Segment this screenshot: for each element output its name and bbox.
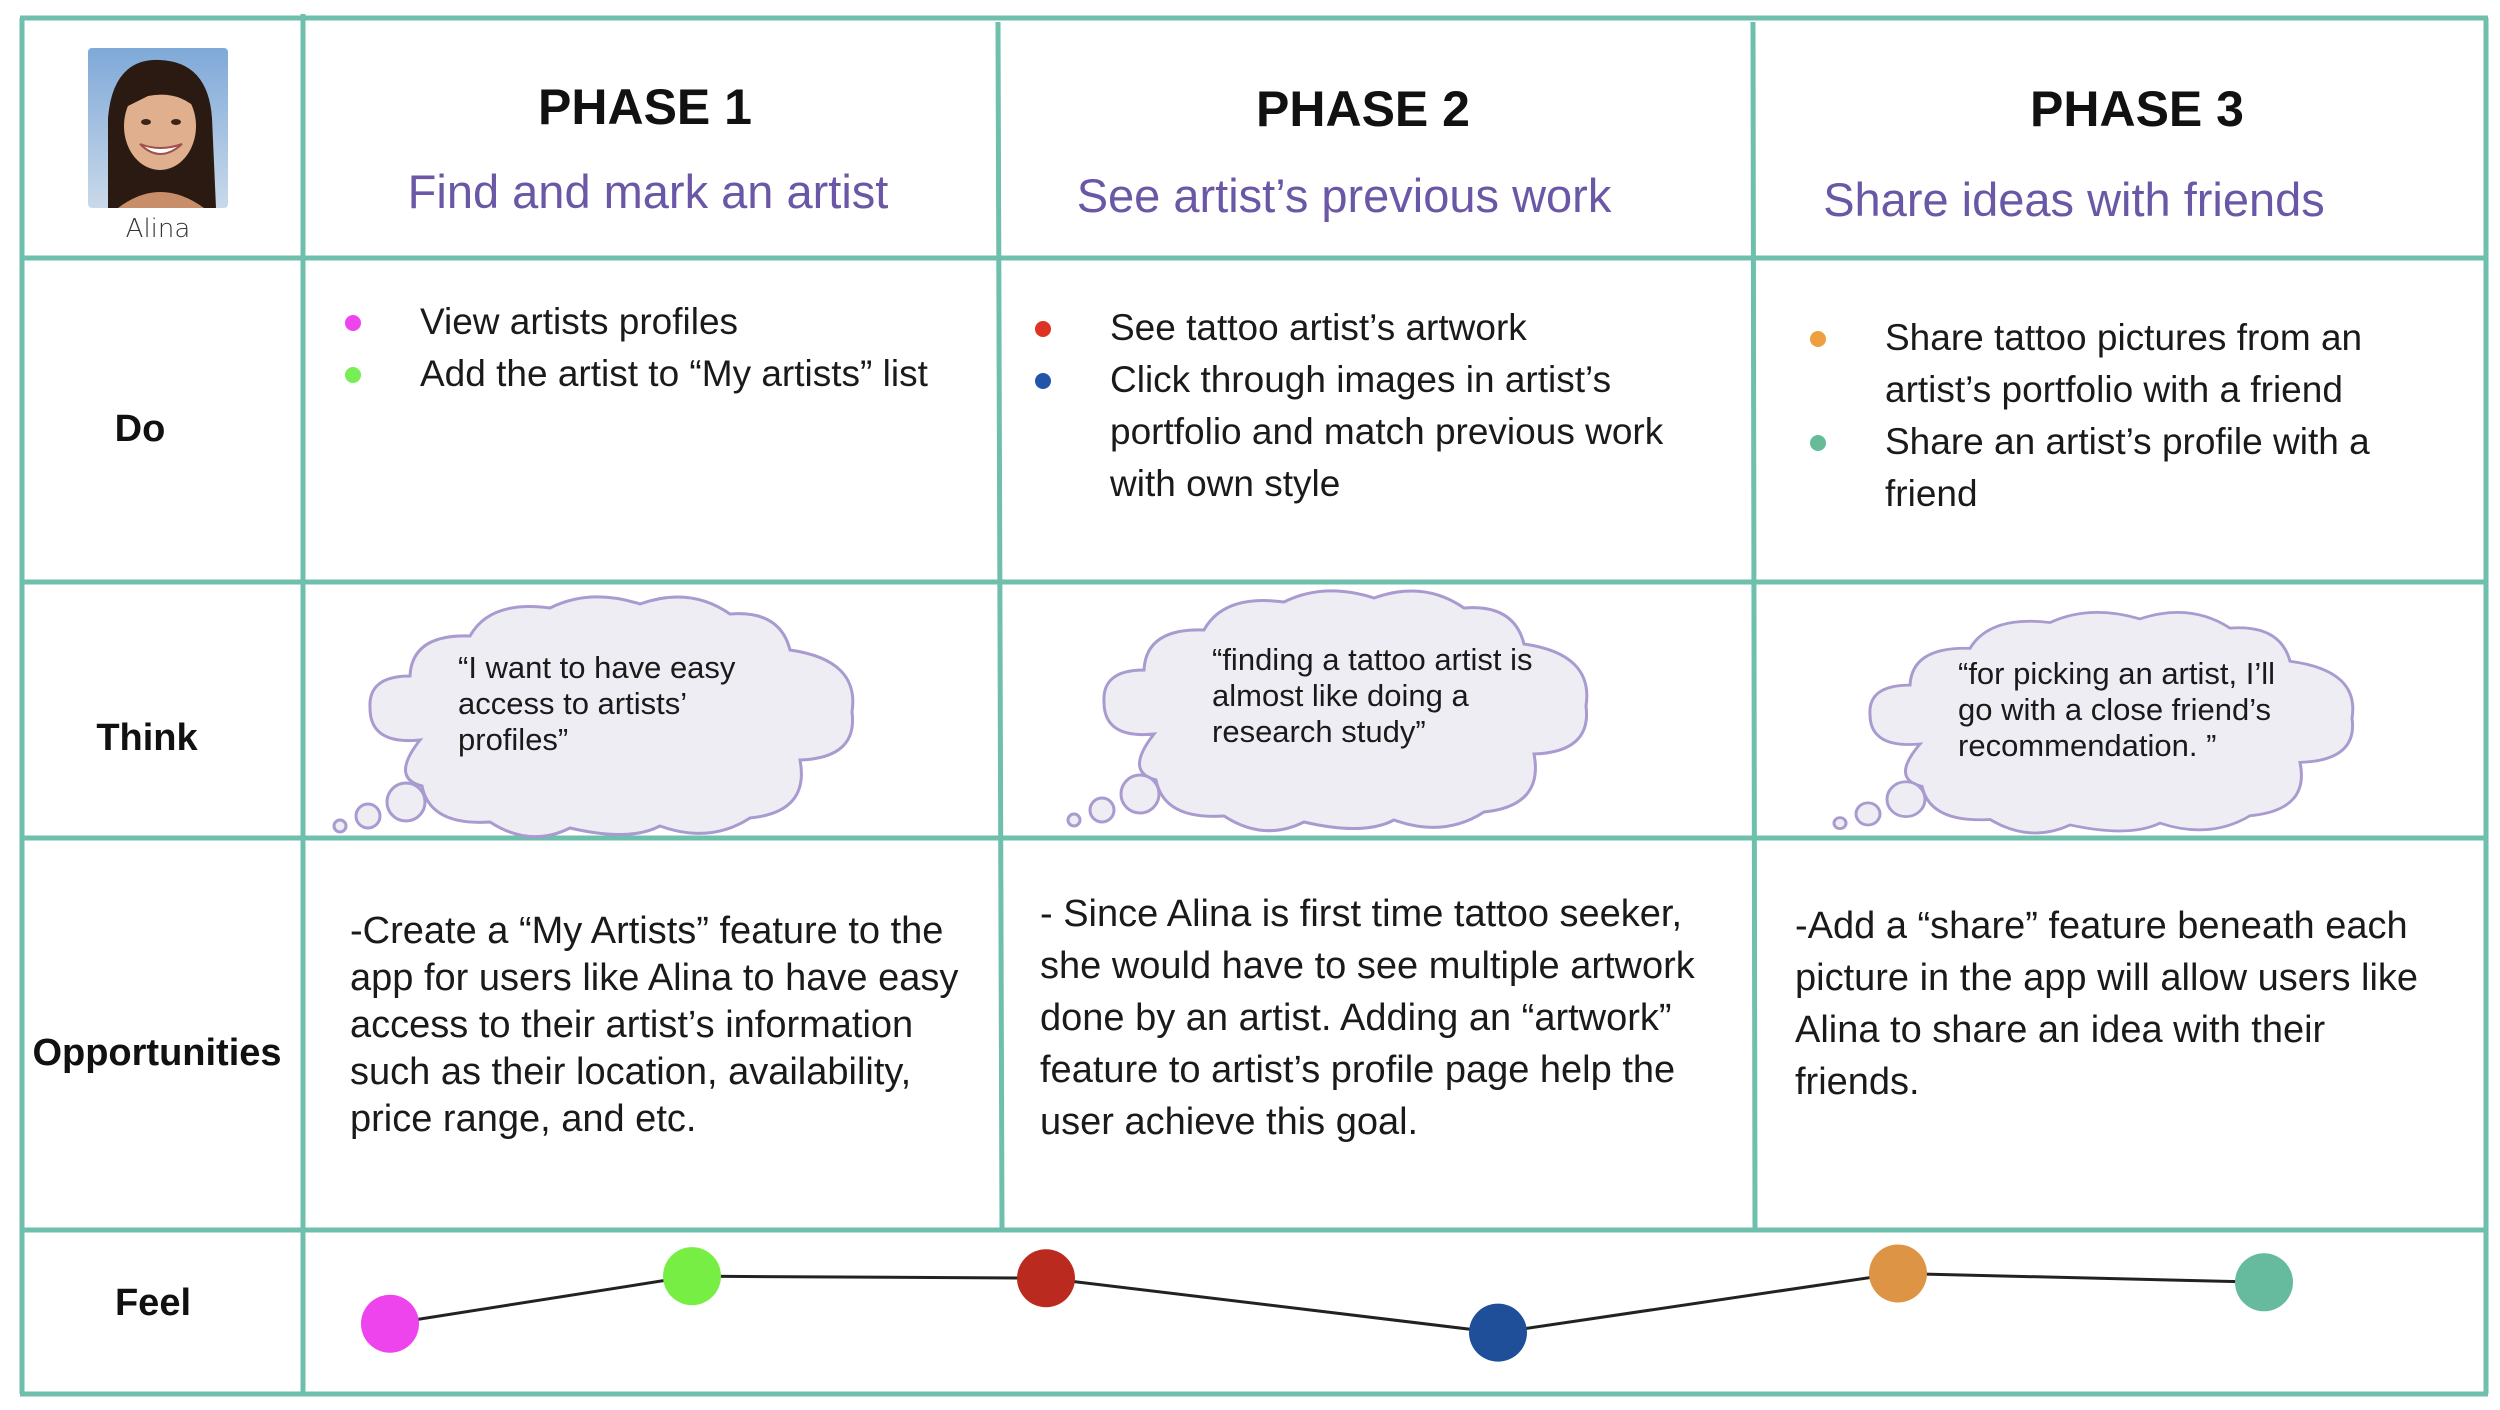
- feel-point: [2235, 1253, 2293, 1312]
- feel-point: [361, 1294, 419, 1353]
- do-item: Click through images in artist’s portfol…: [1035, 354, 1720, 510]
- row-label-think: Think: [96, 717, 198, 759]
- phase-2-title: PHASE 2: [1256, 81, 1470, 137]
- phase-2-subtitle: See artist’s previous work: [1076, 169, 1612, 222]
- phase-3-title: PHASE 3: [2030, 81, 2244, 137]
- bullet-dot: [1810, 331, 1826, 347]
- row-label-do: Do: [114, 408, 166, 450]
- row-label-feel: Feel: [114, 1282, 192, 1324]
- feel-point: [1469, 1303, 1527, 1362]
- think-quote-phase-2: “finding a tattoo artist is almost like …: [1212, 642, 1533, 749]
- think-quote-phase-1: “I want to have easy access to artists’ …: [458, 650, 736, 757]
- think-quote-phase-3: “for picking an artist, I’ll go with a c…: [1958, 656, 2275, 763]
- thought-cloud-phase-1: “I want to have easy access to artists’ …: [330, 590, 890, 840]
- opportunity-phase-2: - Since Alina is first time tattoo seeke…: [1040, 893, 1695, 1143]
- phase-1-title: PHASE 1: [538, 79, 752, 135]
- feel-point: [1869, 1244, 1927, 1303]
- do-item: See tattoo artist’s artwork: [1035, 302, 1720, 354]
- feel-segment: [1497, 1271, 1899, 1335]
- bullet-dot: [1810, 435, 1826, 451]
- do-list-phase-1: View artists profiles Add the artist to …: [345, 296, 980, 400]
- bullet-dot: [345, 367, 361, 383]
- do-list-phase-2: See tattoo artist’s artwork Click throug…: [1035, 302, 1720, 510]
- feel-segment: [389, 1274, 693, 1326]
- thought-cloud-phase-3: “for picking an artist, I’ll go with a c…: [1830, 606, 2390, 856]
- feel-point: [1017, 1249, 1075, 1308]
- opportunity-phase-3: -Add a “share” feature beneath each pict…: [1795, 905, 2419, 1103]
- do-item: View artists profiles: [345, 296, 980, 348]
- do-list-phase-3: Share tattoo pictures from an artist’s p…: [1810, 312, 2445, 520]
- feel-segment: [1045, 1276, 1499, 1335]
- persona-avatar: [88, 48, 228, 208]
- feel-segment: [691, 1274, 1047, 1280]
- bullet-dot: [1035, 373, 1051, 389]
- do-item: Add the artist to “My artists” list: [345, 348, 980, 400]
- bullet-dot: [1035, 321, 1051, 337]
- thought-cloud-phase-2: “finding a tattoo artist is almost like …: [1064, 584, 1624, 834]
- phase-1-subtitle: Find and mark an artist: [407, 165, 889, 218]
- do-item: Share an artist’s profile with a friend: [1810, 416, 2445, 520]
- bullet-dot: [345, 315, 361, 331]
- phase-3-subtitle: Share ideas with friends: [1823, 173, 2325, 226]
- feel-point: [663, 1247, 721, 1306]
- persona-name: Alina: [125, 214, 191, 244]
- feel-segment: [1897, 1271, 2265, 1284]
- opportunity-phase-1: -Create a “My Artists” feature to the ap…: [350, 910, 959, 1140]
- do-item: Share tattoo pictures from an artist’s p…: [1810, 312, 2445, 416]
- row-label-opportunities: Opportunities: [32, 1032, 282, 1074]
